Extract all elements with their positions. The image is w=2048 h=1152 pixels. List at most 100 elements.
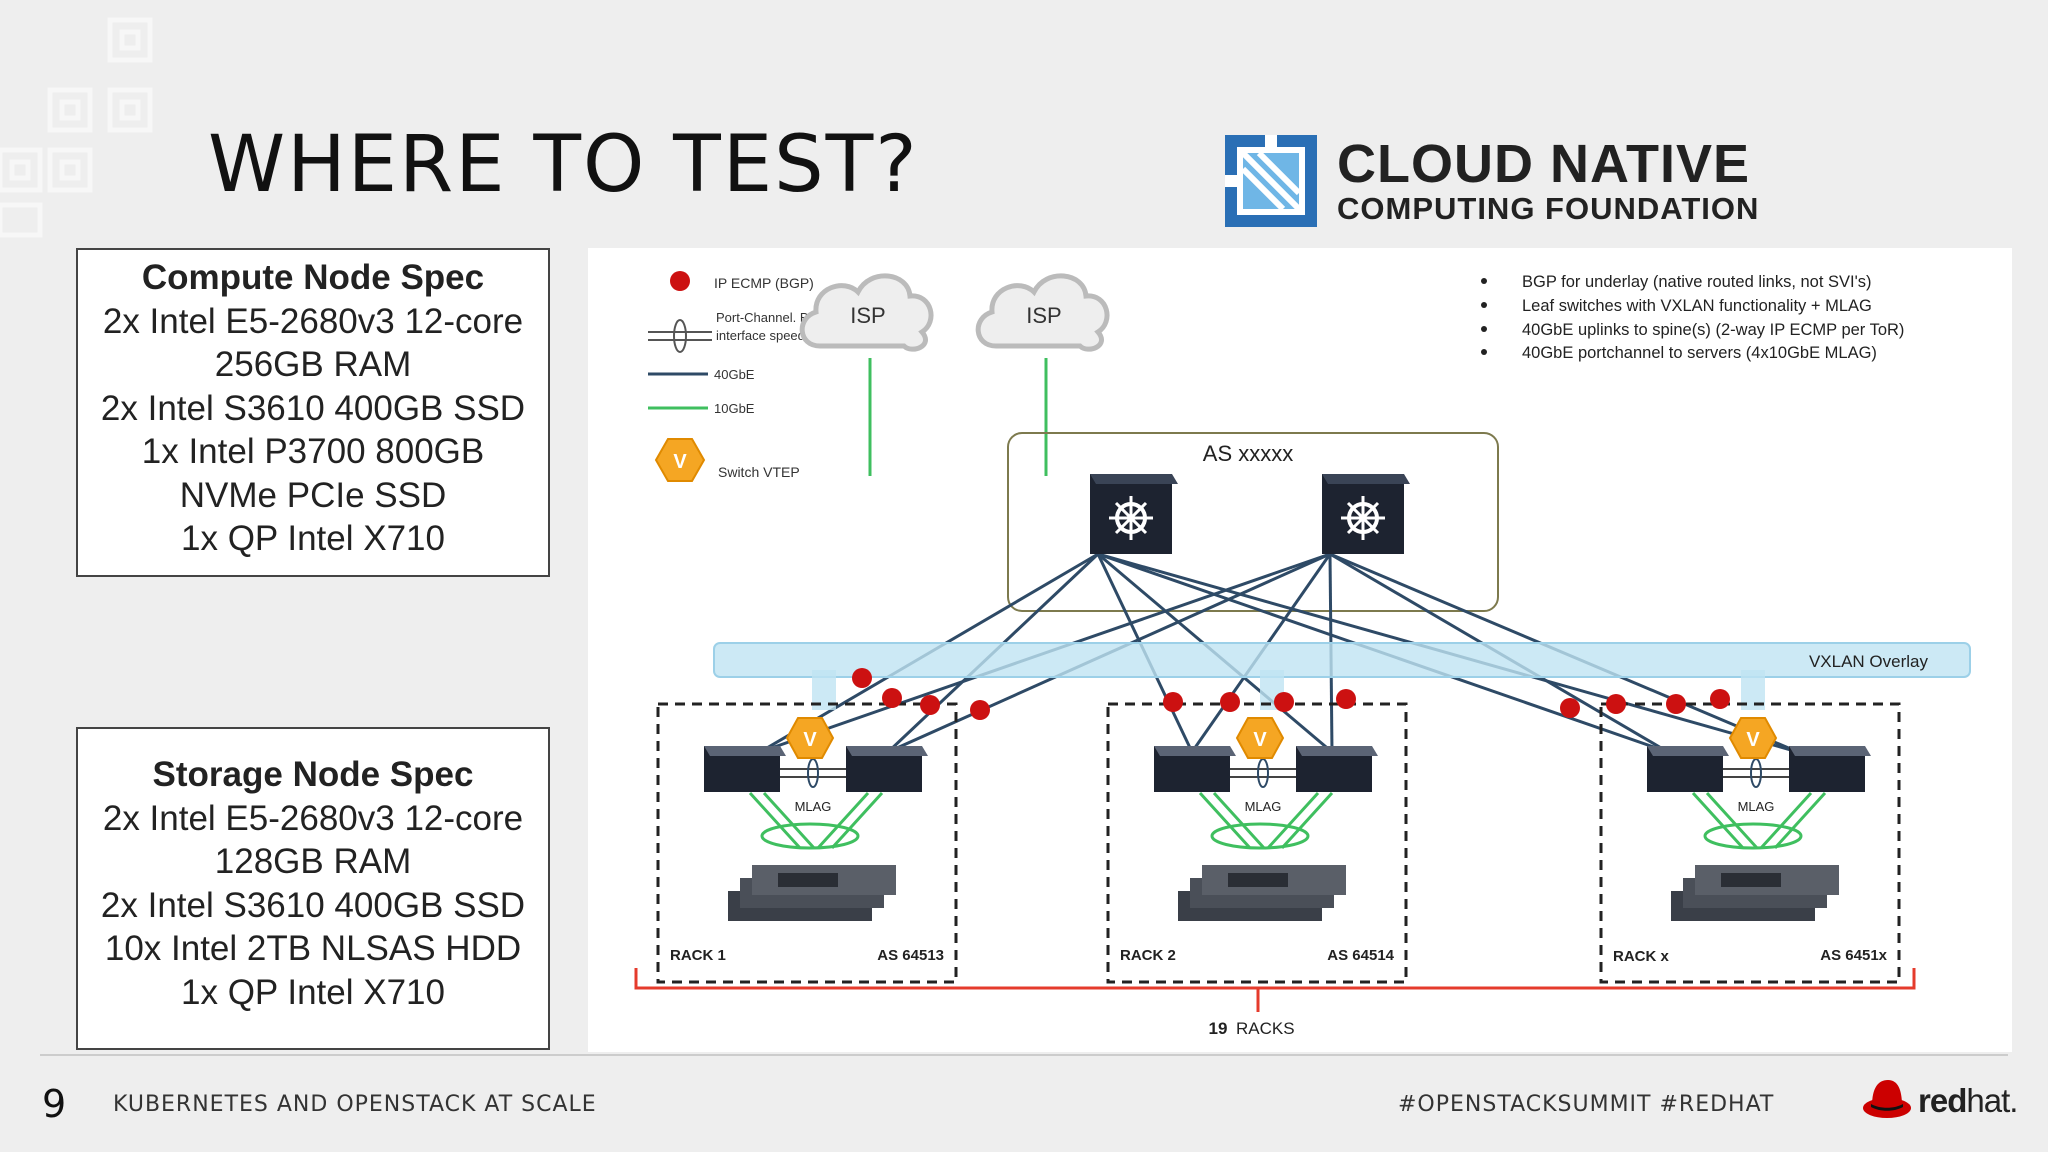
ecmp-dot [970, 700, 990, 720]
slide-title: WHERE TO TEST? [208, 120, 919, 210]
redhat-wordmark: redhat. [1918, 1082, 2018, 1120]
rack-1-boundary [656, 702, 958, 984]
ecmp-dot [1560, 698, 1580, 718]
legend-ecmp-dot [670, 271, 690, 291]
spine-switch-arrows [1109, 496, 1153, 540]
notes: BGP for underlay (native routed links, n… [1481, 273, 1904, 362]
compute-spec-title: Compute Node Spec [141, 258, 485, 297]
vtep-icon [1235, 717, 1285, 759]
compute-spec-line: NVMe PCIe SSD [179, 475, 447, 515]
storage-spec-line: 1x QP Intel X710 [181, 972, 445, 1012]
page-number: 9 [42, 1082, 67, 1126]
note-bullet [1481, 349, 1487, 355]
ecmp-dots [852, 668, 1730, 720]
storage-spec-line: 2x Intel S3610 400GB SSD [100, 885, 526, 925]
rack-count: 19 [1209, 1019, 1228, 1038]
cncf-logo-icon [1225, 135, 1317, 227]
leaf-server-links [1198, 791, 1334, 850]
mlag-label: MLAG [1738, 799, 1775, 814]
spine-switch-1 [1090, 474, 1178, 554]
redhat-hat-icon [1863, 1080, 1911, 1118]
ecmp-dot [1336, 689, 1356, 709]
leaf-server-links [1691, 791, 1827, 850]
note-item: 40GbE portchannel to servers (4x10GbE ML… [1522, 344, 1877, 362]
vtep-icon [1728, 717, 1778, 759]
compute-spec-line: 2x Intel E5-2680v3 12-core [102, 301, 524, 341]
footer-divider [40, 1054, 2008, 1056]
rack-2: MLAG V RACK 2 AS 64514 [1120, 717, 1395, 964]
footer-hashtags: #OPENSTACKSUMMIT #REDHAT [1398, 1092, 1775, 1117]
ecmp-dot [1606, 694, 1626, 714]
spine-as-box [1007, 432, 1499, 612]
server-mlag-ring [760, 822, 860, 850]
redhat-wordmark-light: hat. [1966, 1082, 2018, 1119]
server-mlag-ring [1210, 822, 1310, 850]
corner-pattern [0, 17, 153, 238]
legend-ecmp-label: IP ECMP (BGP) [714, 275, 814, 291]
isp-label: ISP [1026, 303, 1061, 328]
ecmp-dot [852, 668, 872, 688]
note-item: 40GbE uplinks to spine(s) (2-way IP ECMP… [1522, 321, 1904, 339]
spine-switch-2 [1322, 474, 1410, 554]
ecmp-dot [920, 695, 940, 715]
racks-brace [634, 968, 1916, 1012]
leaf-server-links [748, 791, 884, 850]
storage-spec-line: 128GB RAM [214, 842, 412, 881]
rack-as: AS 64513 [877, 947, 944, 964]
note-bullet [1481, 326, 1487, 332]
spine-as-label: AS xxxxx [1203, 441, 1293, 466]
ecmp-dot [1163, 692, 1183, 712]
vtep-glyph: V [1253, 729, 1267, 751]
network-diagram-canvas: IP ECMP (BGP) Port-Channel. Bandwidth = … [634, 271, 1971, 1038]
compute-spec-line: 1x Intel P3700 800GB [141, 432, 485, 471]
storage-spec-line: 2x Intel E5-2680v3 12-core [102, 798, 524, 838]
rack-name: RACK x [1613, 948, 1669, 965]
ecmp-dot [1666, 694, 1686, 714]
rack-x: MLAG V RACK x AS 6451x [1613, 717, 1888, 965]
rack-count-label: RACKS [1236, 1019, 1295, 1038]
legend-vtep-label: Switch VTEP [718, 464, 800, 480]
legend-portchannel-ring [673, 319, 687, 353]
rack-x-boundary [1599, 702, 1901, 984]
redhat-logo: redhat. [1862, 1076, 2022, 1126]
legend-40g-label: 40GbE [714, 367, 755, 382]
note-item: Leaf switches with VXLAN functionality +… [1522, 297, 1872, 315]
server-mlag-ring [1703, 822, 1803, 850]
spine-switch-arrows [1341, 496, 1385, 540]
mlag-label: MLAG [1245, 799, 1282, 814]
compute-spec-line: 256GB RAM [214, 345, 412, 384]
spine-switch-top [1322, 474, 1410, 484]
vtep-icon [785, 717, 835, 759]
ecmp-dot [1710, 689, 1730, 709]
compute-spec-line: 2x Intel S3610 400GB SSD [100, 388, 526, 428]
rack-name: RACK 1 [670, 947, 726, 964]
rack-2-boundary [1106, 702, 1408, 984]
rack-as: AS 64514 [1327, 947, 1394, 964]
mlag-ring [807, 758, 819, 788]
rack-name: RACK 2 [1120, 947, 1176, 964]
legend-vtep-icon [654, 438, 706, 482]
note-bullet [1481, 278, 1487, 284]
footer-presentation-title: KUBERNETES AND OPENSTACK AT SCALE [113, 1092, 597, 1117]
cncf-logo-line1: CLOUD NATIVE [1337, 134, 1750, 194]
mlag-label: MLAG [795, 799, 832, 814]
storage-spec-line: 10x Intel 2TB NLSAS HDD [104, 929, 522, 968]
note-bullet [1481, 302, 1487, 308]
cncf-logo-line2: COMPUTING FOUNDATION [1337, 191, 1760, 226]
spine-switch-top [1090, 474, 1178, 484]
ecmp-dot [882, 688, 902, 708]
compute-node-spec: Compute Node Spec 2x Intel E5-2680v3 12-… [76, 248, 550, 577]
vxlan-overlay-label: VXLAN Overlay [1809, 652, 1929, 671]
rack-1: MLAG V RACK 1 AS 64513 [670, 717, 944, 964]
isp-cloud-1: ISP [799, 273, 934, 352]
vxlan-overlay-bar [713, 642, 1971, 678]
storage-node-spec: Storage Node Spec 2x Intel E5-2680v3 12-… [76, 727, 550, 1050]
isp-cloud-2: ISP [975, 273, 1110, 352]
ecmp-dot [1274, 692, 1294, 712]
redhat-wordmark-bold: red [1918, 1082, 1967, 1119]
legend-10g-label: 10GbE [714, 401, 755, 416]
note-item: BGP for underlay (native routed links, n… [1522, 273, 1872, 291]
cncf-logo: CLOUD NATIVE COMPUTING FOUNDATION [1225, 133, 1785, 229]
isp-label: ISP [850, 303, 885, 328]
